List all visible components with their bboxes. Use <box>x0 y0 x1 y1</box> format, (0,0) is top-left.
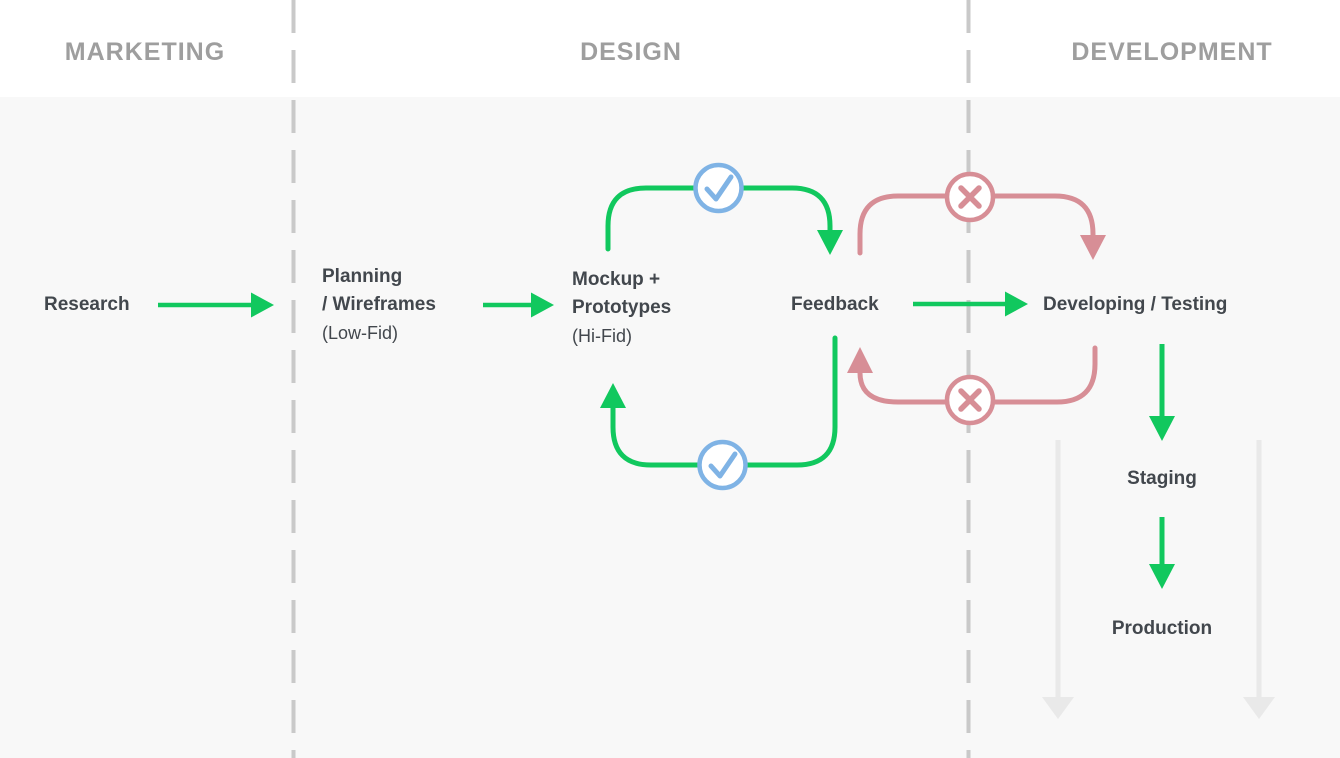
node-developing: Developing / Testing <box>1043 294 1228 315</box>
curve-developing-to-feedback-rejected <box>847 345 1098 405</box>
cross-circle-icon <box>944 171 996 223</box>
node-mockup: Mockup + Prototypes (Hi-Fid) <box>572 266 671 350</box>
arrow-feedback-to-developing <box>913 291 1028 317</box>
node-research: Research <box>44 294 130 315</box>
arrow-research-to-planning <box>158 292 274 318</box>
node-production: Production <box>1111 618 1213 639</box>
check-circle-icon <box>697 439 748 491</box>
node-mockup-line2: Prototypes <box>572 297 672 318</box>
deploy-track-arrow-left <box>1042 440 1074 719</box>
cross-circle-icon <box>944 374 996 426</box>
node-feedback: Feedback <box>791 294 879 315</box>
arrow-planning-to-mockup <box>483 292 554 318</box>
deploy-track-arrow-right <box>1243 440 1275 719</box>
lane-title-development: DEVELOPMENT <box>1071 38 1273 66</box>
arrow-staging-to-production <box>1149 517 1175 589</box>
lane-title-design: DESIGN <box>580 38 682 66</box>
node-staging: Staging <box>1127 468 1197 489</box>
node-planning-line2: / Wireframes <box>322 294 436 315</box>
node-mockup-line1: Mockup + <box>572 269 661 290</box>
node-planning: Planning / Wireframes (Low-Fid) <box>322 263 436 347</box>
node-planning-fidelity: (Low-Fid) <box>322 323 399 343</box>
lane-header: MARKETING DESIGN DEVELOPMENT <box>0 0 1340 97</box>
arrow-developing-to-staging <box>1149 344 1175 441</box>
node-mockup-fidelity: (Hi-Fid) <box>572 326 632 346</box>
node-planning-line1: Planning <box>322 266 403 287</box>
lane-title-marketing: MARKETING <box>64 38 226 66</box>
check-circle-icon <box>693 162 744 214</box>
